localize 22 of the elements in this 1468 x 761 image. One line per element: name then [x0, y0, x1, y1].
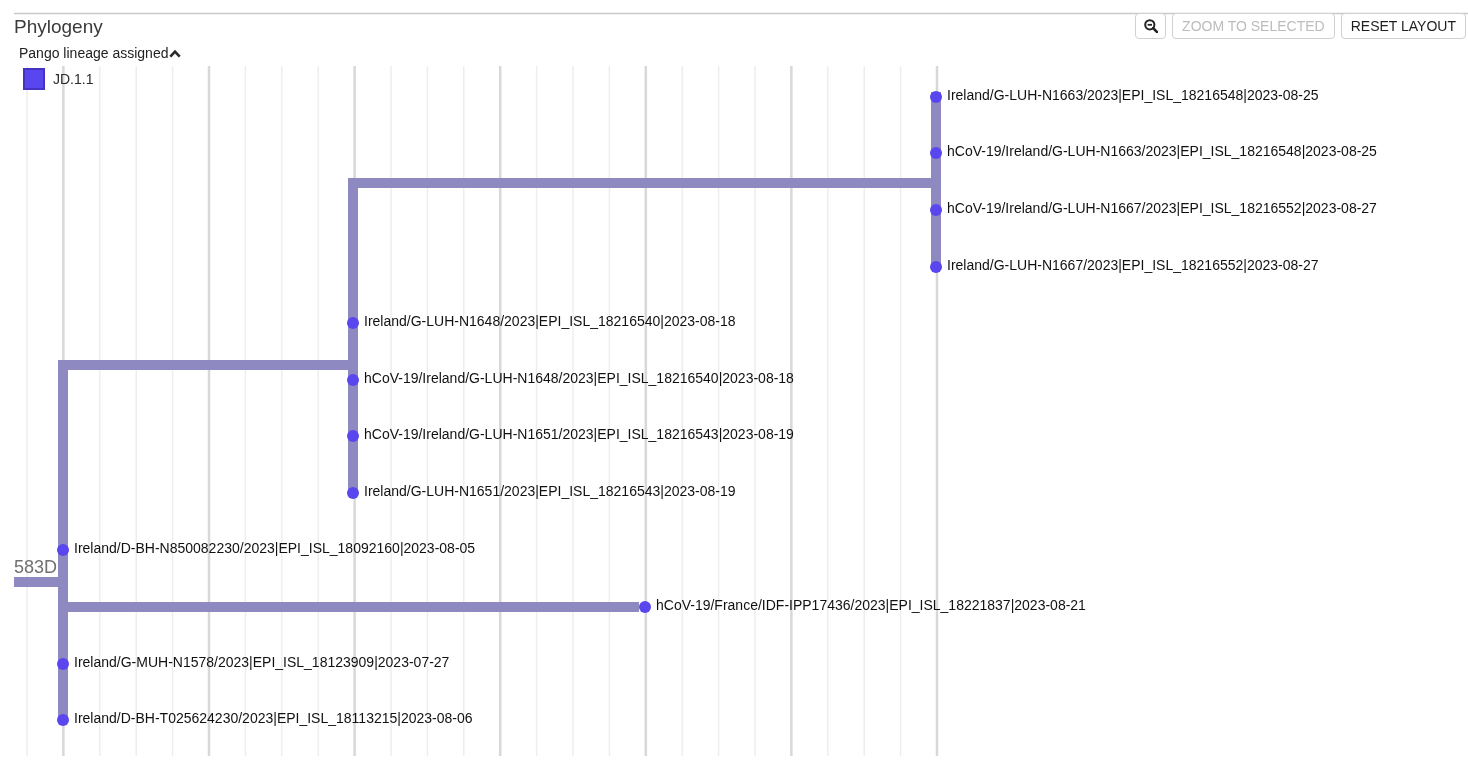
leaf-label: hCoV-19/France/IDF-IPP17436/2023|EPI_ISL_18221837|2023-08-21: [656, 597, 1086, 613]
leaf-label: Ireland/G-LUH-N1651/2023|EPI_ISL_18216543|2023-08-19: [364, 483, 736, 499]
legend-label: JD.1.1: [53, 71, 94, 87]
leaf-label: hCoV-19/Ireland/G-LUH-N1648/2023|EPI_ISL_18216540|2023-08-18: [364, 370, 794, 386]
leaf-label: Ireland/G-LUH-N1648/2023|EPI_ISL_18216540|2023-08-18: [364, 313, 736, 329]
zoom-to-selected-button: ZOOM TO SELECTED: [1172, 13, 1335, 39]
edge-label: 583D: [14, 558, 58, 576]
branch-line: [358, 178, 931, 188]
branch-line: [68, 360, 348, 370]
leaf-label: Ireland/G-LUH-N1663/2023|EPI_ISL_18216548|2023-08-25: [947, 87, 1319, 103]
legend-heading: Pango lineage assigned: [19, 45, 169, 61]
root-branch: [14, 577, 58, 587]
leaf-label: Ireland/G-MUH-N1578/2023|EPI_ISL_18123909|2023-07-27: [74, 654, 450, 670]
leaf-label: Ireland/G-LUH-N1667/2023|EPI_ISL_18216552|2023-08-27: [947, 257, 1319, 273]
leaf-label: Ireland/D-BH-T025624230/2023|EPI_ISL_18113215|2023-08-06: [74, 710, 473, 726]
panel-title: Phylogeny: [14, 16, 103, 38]
leaf-label: hCoV-19/Ireland/G-LUH-N1663/2023|EPI_ISL_18216548|2023-08-25: [947, 143, 1377, 159]
leaf-label: Ireland/D-BH-N850082230/2023|EPI_ISL_18092160|2023-08-05: [74, 540, 476, 556]
leaf-label: hCoV-19/Ireland/G-LUH-N1667/2023|EPI_ISL_18216552|2023-08-27: [947, 200, 1377, 216]
reset-layout-button: RESET LAYOUT: [1340, 13, 1466, 39]
branch-line: [68, 602, 639, 612]
leaf-label: hCoV-19/Ireland/G-LUH-N1651/2023|EPI_ISL_18216543|2023-08-19: [364, 426, 794, 442]
